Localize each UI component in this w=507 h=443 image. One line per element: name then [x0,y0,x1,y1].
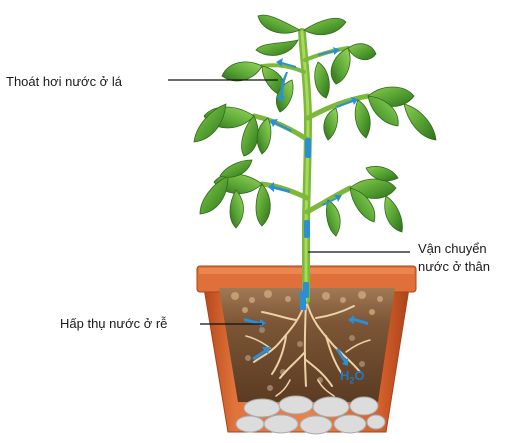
water-h: H [340,368,349,383]
label-root-absorption: Hấp thụ nước ở rễ [60,316,167,332]
water-arrow-icon [305,138,311,158]
water-o: O [354,368,364,383]
label-leaf-transpiration: Thoát hơi nước ở lá [6,74,122,90]
water-arrow-icon [304,220,310,238]
water-formula-label: H2O [340,368,365,389]
label-stem-transport-line2: nước ở thân [418,259,490,275]
water-arrow-icon [270,119,292,132]
plant-leaves [194,15,436,236]
label-stem-transport-line1: Vận chuyển [418,241,487,257]
